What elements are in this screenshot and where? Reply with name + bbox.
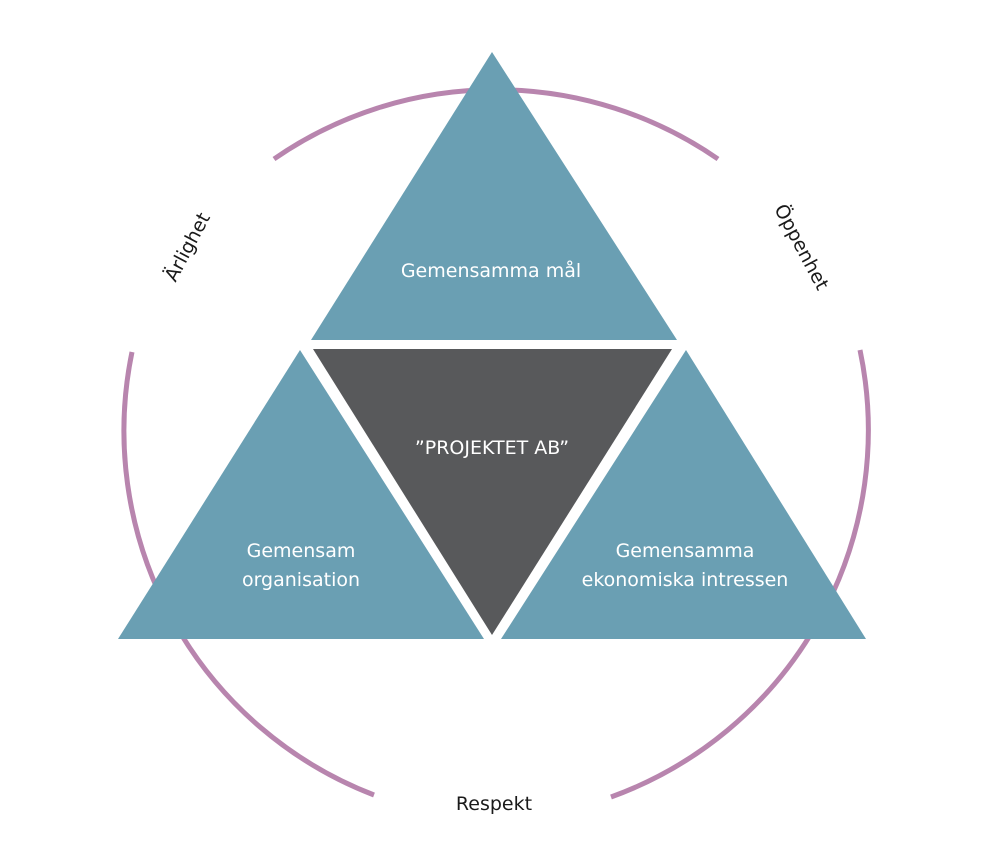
top-triangle: [311, 52, 677, 340]
left-triangle-label-line2: organisation: [242, 569, 360, 591]
right-triangle-label-line2: ekonomiska intressen: [582, 569, 789, 591]
left-triangle-label-line1: Gemensam: [247, 540, 356, 562]
value-label-bottom: Respekt: [456, 793, 532, 815]
value-label-left: Ärlighet: [160, 209, 215, 286]
center-triangle-label: ”PROJEKTET AB”: [415, 437, 569, 459]
right-triangle-label-line1: Gemensamma: [616, 540, 755, 562]
right-triangle: [501, 350, 866, 639]
top-triangle-label: Gemensamma mål: [401, 259, 581, 282]
center-triangle: [313, 349, 672, 635]
value-label-right: Öppenhet: [770, 200, 834, 294]
left-triangle: [118, 350, 484, 639]
